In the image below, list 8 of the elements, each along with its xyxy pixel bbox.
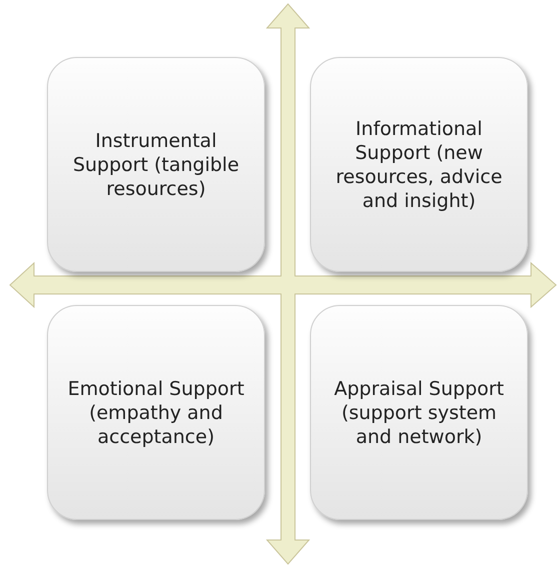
rounded-box xyxy=(47,57,265,272)
box-text: Informational Support (new resources, advice and insight) xyxy=(334,116,504,212)
rounded-box xyxy=(310,305,528,520)
rounded-box xyxy=(47,305,265,520)
box-text: Emotional Support (empathy and acceptance) xyxy=(66,376,246,448)
box-text: Appraisal Support (support system and network) xyxy=(333,376,505,448)
rounded-box xyxy=(310,57,528,272)
box-text: Instrumental Support (tangible resources) xyxy=(72,128,240,200)
